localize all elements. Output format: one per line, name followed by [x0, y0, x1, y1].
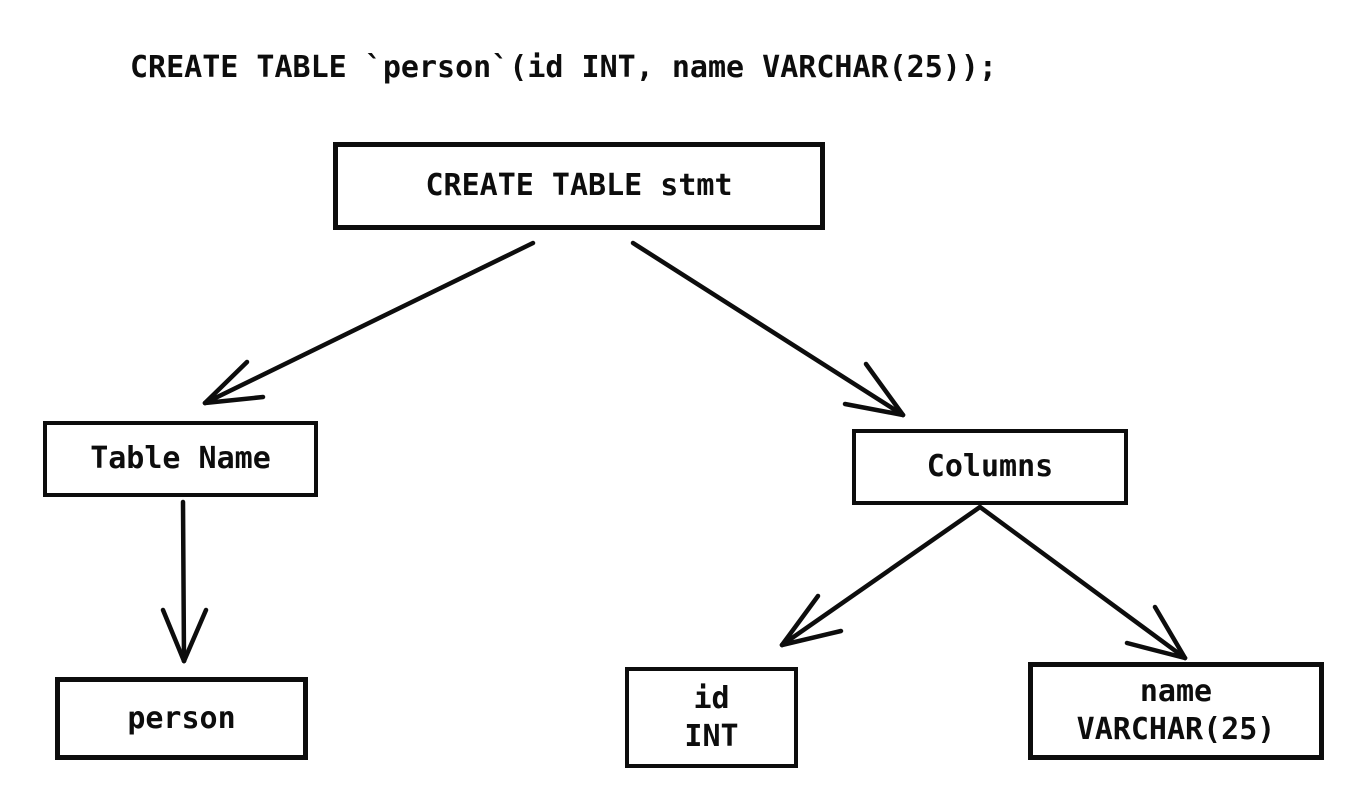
edge-create-table-stmt-to-table-name [202, 240, 536, 406]
node-create-table-stmt-label: CREATE TABLE stmt [425, 168, 733, 203]
node-id-int-line2: INT [684, 718, 739, 754]
node-id-int: id INT [625, 667, 798, 768]
sql-statement-text: CREATE TABLE `person`(id INT, name VARCH… [130, 50, 997, 85]
node-name-varchar-line2: VARCHAR(25) [1076, 712, 1276, 747]
node-id-int-label: id INT [684, 680, 738, 756]
edge-columns-to-name-varchar [977, 504, 1188, 661]
edge-create-table-stmt-to-columns [630, 240, 906, 418]
node-table-name-label: Table Name [90, 441, 271, 476]
node-create-table-stmt: CREATE TABLE stmt [333, 142, 825, 230]
node-person-label: person [127, 700, 236, 736]
node-name-varchar-line1: name [1139, 674, 1213, 709]
node-name-varchar: name VARCHAR(25) [1028, 662, 1324, 760]
node-table-name: Table Name [43, 421, 318, 497]
node-name-varchar-label: name VARCHAR(25) [1077, 673, 1276, 749]
node-columns-label: Columns [926, 449, 1054, 484]
edge-columns-to-id-int [779, 504, 983, 648]
node-columns: Columns [852, 429, 1128, 505]
node-person: person [55, 677, 308, 760]
edge-table-name-to-person [160, 499, 209, 664]
node-id-int-line1: id [693, 680, 730, 716]
